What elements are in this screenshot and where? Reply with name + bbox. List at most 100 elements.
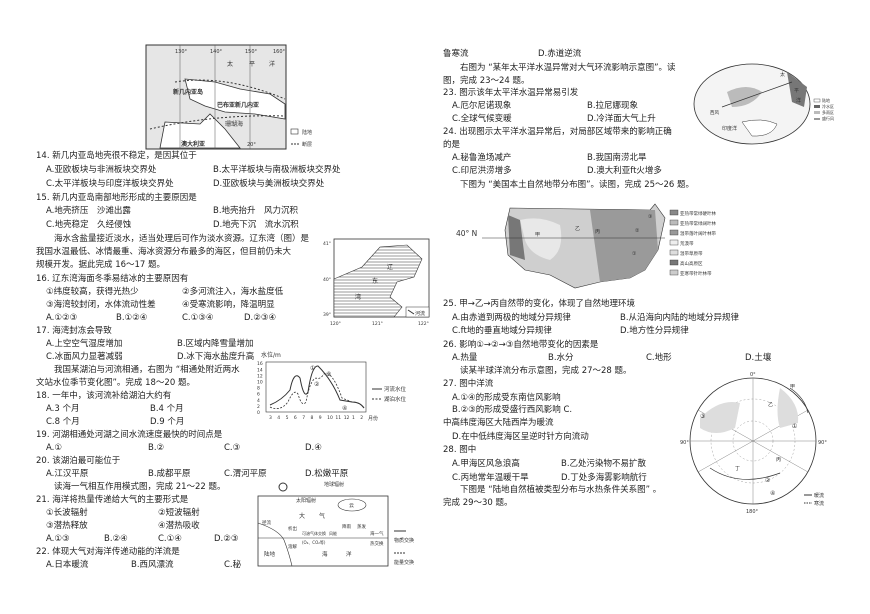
q27-option-a: A.①④的形成受东南信风影响 — [452, 393, 561, 403]
q14-option-b: B.太平洋板块与南极洲板块交界处 — [213, 165, 341, 175]
x-axis-unit: 月份 — [368, 415, 378, 422]
q23-option-b: B.拉尼娜现象 — [587, 101, 639, 111]
legend-label: 河流 — [415, 310, 425, 317]
q22-option-c-cont: 鲁寒流 — [443, 49, 469, 59]
q23-option-d: D.冷洋面大气上升 — [587, 114, 656, 124]
q20-stem: 20. 该湖泊最可能位于 — [36, 456, 121, 466]
lake-level-line — [269, 373, 365, 410]
mark: ③ — [700, 413, 705, 420]
q28-option-b: B.乙处污染物不易扩散 — [561, 459, 647, 469]
y-tick-label: 10 — [257, 380, 263, 386]
x-tick-label: 6 — [294, 415, 297, 421]
legend-label: 高山高原区 — [680, 260, 703, 267]
q15-stem: 15. 新几内亚岛南部地形形成的主要原因是 — [36, 193, 197, 203]
y-tick-label: 14 — [257, 367, 263, 373]
q16-item: ②多河流注入，海水盐度低 — [182, 287, 284, 297]
legend-swatch — [669, 269, 679, 276]
label: 云 — [349, 503, 354, 509]
legend-label: 多雨区 — [822, 109, 834, 115]
lon-label: 122° — [418, 321, 429, 327]
q17-option-b: B.区域内降雪量增加 — [177, 339, 254, 349]
mark: 乙 — [768, 401, 773, 408]
label: 热交换 — [370, 540, 384, 547]
q16-option-d: D.②③④ — [244, 313, 277, 323]
passage-25: 下图为 “美国本土自然地带分布图”。读图，完成 25～26 题。 — [460, 180, 695, 190]
deg-label: 180° — [746, 509, 759, 515]
q19-option-b: B.② — [148, 443, 165, 453]
q25-stem: 25. 甲→乙→丙自然带的变化，体现了自然地理环境 — [443, 299, 635, 309]
x-tick-label: 1 — [352, 415, 355, 421]
sun-icon — [278, 482, 288, 492]
map-label: 澳大利亚 — [181, 140, 205, 148]
legend-label: 冷水区 — [822, 103, 834, 109]
label: 蒸发 — [357, 523, 366, 530]
q24-stem: 24. 出现图示太平洋水温异常后，对局部区域带来的影响正确 — [443, 127, 672, 137]
q17-stem: 17. 海湾封冻会导致 — [36, 326, 112, 336]
q23-option-a: A.厄尔尼诺现象 — [452, 101, 512, 111]
label: 气 — [319, 512, 325, 520]
map-label: 20° — [247, 142, 256, 148]
q16-item: ①纬度较高，获得光热少 — [46, 287, 139, 297]
mark: 甲 — [790, 384, 795, 390]
q28-option-d: D.丁处多海雾影响航行 — [561, 473, 647, 483]
q19-stem: 19. 河湖相通处河湖之间水流速度最快的时间点是 — [36, 430, 223, 440]
q25-option-a: A.由赤道到两极的地域分异规律 — [452, 313, 571, 323]
passage-23: 右图为 “某年太平洋水温异常对大气环流影响示意图”。读 — [460, 63, 676, 73]
q21-item: ②短波辐射 — [158, 508, 200, 518]
legend-label: 湖泊水位 — [384, 395, 407, 403]
q26-option-b: B.水分 — [548, 353, 574, 363]
q23-stem: 23. 图示该年太平洋水温异常易引发 — [443, 88, 579, 98]
mark: ② — [314, 381, 320, 388]
q17-option-a: A.上空空气湿度增加 — [46, 339, 123, 349]
river-legend-icon — [407, 309, 415, 315]
liaodong-bay-map: 辽 东 湾 41° 40° 39° 120° 121° 122° 河流 — [323, 238, 430, 327]
q16-item: ③海湾较封闭，水体流动性差 — [46, 300, 156, 310]
x-tick-label: 4 — [277, 415, 280, 421]
x-tick-label: 9 — [319, 415, 322, 421]
x-tick-label: 5 — [286, 415, 289, 421]
x-tick-label: 2 — [360, 415, 363, 421]
deg-label: 90° — [680, 440, 689, 446]
q15-option-a: A.地壳挤压 沙滩出露 — [46, 206, 131, 216]
mark: ① — [632, 251, 637, 257]
legend-swatch — [669, 229, 679, 236]
passage-21: 读海一气相互作用模式图，完成 21～22 题。 — [54, 482, 226, 492]
legend-label: 温带落叶阔叶林带 — [680, 230, 716, 237]
legend-label: 断层 — [302, 141, 312, 148]
passage-29: 下图是 “陆地自然植被类型分布与水热条件关系图” 。 — [460, 485, 662, 495]
us-natural-zones-map: 甲 乙 丙 ① ② ③ 亚热带常绿硬叶林带亚热带常绿阔叶林带温带落叶阔叶林带荒漠… — [456, 203, 716, 289]
legend-label: 亚热带常绿阔叶林带 — [680, 220, 716, 227]
map-label: 太 — [227, 60, 233, 68]
legend-label: 暖流 — [814, 492, 824, 499]
mark: ④ — [770, 490, 775, 497]
map-label: 辽 — [387, 263, 393, 271]
legend-label: 陆地 — [302, 129, 312, 136]
passage-16: 海水含盐量接近淡水，适当处理后可作为淡水资源。辽东湾（图）是 — [54, 234, 310, 244]
q28-option-a: A.甲海区风急浪高 — [452, 459, 520, 469]
q28-option-c: C.丙地常年温暖干旱 — [452, 473, 529, 483]
label: 径流 — [262, 519, 271, 526]
q18-option-c: C.8 个月 — [46, 417, 80, 427]
q24-option-b: B.我国南涝北旱 — [587, 153, 647, 163]
legend-label: 荒漠带 — [680, 240, 694, 247]
ocean-currents-map: 0° 90° 90° 180° 甲 乙 丙 丁 ① ② ③ ④ 暖流 寒流 — [680, 372, 827, 515]
label: 西风 — [710, 110, 719, 116]
q22-option-d: D.赤道逆流 — [538, 49, 582, 59]
label: 可溶气体交换 — [302, 530, 326, 536]
mark: ② — [765, 477, 771, 484]
label: 洋 — [346, 550, 352, 558]
q14-option-d: D.亚欧板块与美洲板块交界处 — [213, 179, 325, 189]
lon-label: 120° — [330, 321, 341, 327]
q24-option-c: C.印尼洪涝增多 — [452, 166, 512, 176]
q24-option-d: D.澳大利亚ft火增多 — [587, 166, 662, 176]
q20-option-b: B.成都平原 — [148, 469, 191, 479]
q21-option-b: B.②④ — [104, 534, 128, 544]
q20-option-d: D.松嫩平原 — [305, 469, 349, 479]
q16-option-b: B.①②④ — [116, 313, 148, 323]
passage-23: 图，完成 23～24 题。 — [443, 76, 530, 86]
q27-option-d: D.在中低纬度海区呈逆时针方向流动 — [452, 432, 589, 442]
label: 平 — [794, 88, 799, 94]
q16-stem: 16. 辽东湾海面冬季易结冰的主要原因有 — [36, 274, 189, 284]
